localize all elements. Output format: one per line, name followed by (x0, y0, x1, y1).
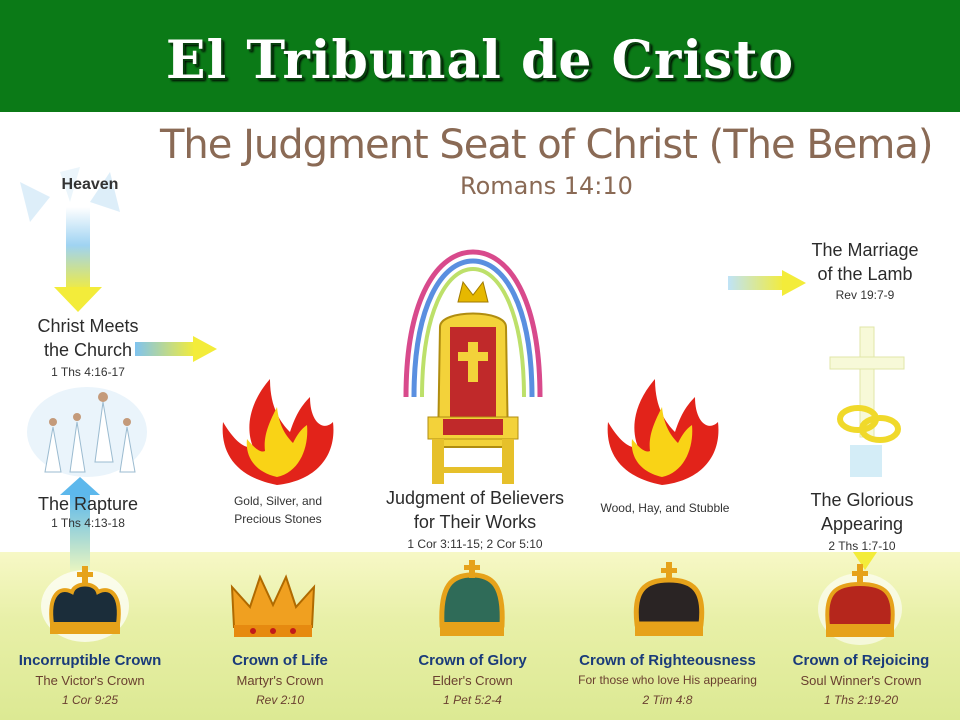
glorious-ref: 2 Ths 1:7-10 (828, 539, 896, 553)
christ-meets-line1: Christ Meets (37, 316, 139, 336)
crown-icon (633, 562, 705, 636)
crown-icon (439, 560, 505, 636)
right-arrow-icon (135, 336, 217, 362)
crown-icon (230, 574, 316, 637)
throne-icon (403, 249, 543, 484)
glorious-line2: Appearing (820, 514, 904, 534)
banner-title: El Tribunal de Cristo (165, 30, 795, 91)
flame-icon (222, 379, 334, 485)
rapture-up-arrow-icon (60, 477, 100, 572)
marriage-line1: The Marriage (811, 240, 919, 260)
crown-ref: 1 Cor 9:25 (61, 693, 119, 707)
judgment-ref: 1 Cor 3:11-15; 2 Cor 5:10 (407, 537, 543, 551)
crown-ref: 2 Tim 4:8 (642, 693, 693, 707)
bema-diagram: The Judgment Seat of Christ (The Bema) R… (0, 112, 960, 720)
flame-icon (607, 379, 719, 485)
diagram-title: The Judgment Seat of Christ (The Bema) (160, 122, 933, 168)
crown-name: Crown of Rejoicing (792, 652, 930, 669)
cross-rings-icon (829, 326, 905, 477)
crown-subtitle: Soul Winner's Crown (800, 673, 922, 688)
gold-line2: Precious Stones (234, 512, 322, 526)
gold-line1: Gold, Silver, and (233, 494, 323, 508)
crown-ref: Rev 2:10 (255, 693, 305, 707)
judgment-line2: for Their Works (413, 512, 537, 532)
christ-meets-line2: the Church (43, 340, 133, 360)
glorious-line1: The Glorious (810, 490, 914, 510)
heaven-label: Heaven (61, 176, 119, 193)
diagram-subtitle: Romans 14:10 (460, 172, 633, 200)
crown-ref: 1 Pet 5:2-4 (443, 693, 502, 707)
crown-name: Crown of Righteousness (579, 652, 756, 669)
crown-icon (41, 566, 129, 642)
rapture-figures-icon (27, 387, 147, 477)
crown-name: Crown of Life (232, 652, 328, 669)
crown-subtitle: For those who love His appearing (578, 673, 757, 687)
down-arrow-icon (853, 552, 877, 570)
rapture-title: The Rapture (37, 494, 139, 514)
christ-meets-ref: 1 Ths 4:16-17 (51, 365, 125, 379)
marriage-ref: Rev 19:7-9 (835, 288, 895, 302)
crown-ref: 1 Ths 2:19-20 (823, 693, 899, 707)
crown-subtitle: The Victor's Crown (35, 673, 145, 688)
marriage-line2: of the Lamb (817, 264, 913, 284)
right-arrow-icon (728, 270, 806, 296)
crown-icon (818, 564, 902, 645)
wood-label: Wood, Hay, and Stubble (600, 501, 730, 515)
crown-name: Incorruptible Crown (18, 652, 162, 669)
rapture-ref: 1 Ths 4:13-18 (51, 516, 125, 530)
crown-name: Crown of Glory (418, 652, 527, 669)
crown-subtitle: Martyr's Crown (236, 673, 324, 688)
title-banner: El Tribunal de Cristo (0, 0, 960, 112)
judgment-line1: Judgment of Believers (385, 488, 565, 508)
heaven-rays-icon (20, 167, 120, 312)
crown-subtitle: Elder's Crown (432, 673, 513, 688)
